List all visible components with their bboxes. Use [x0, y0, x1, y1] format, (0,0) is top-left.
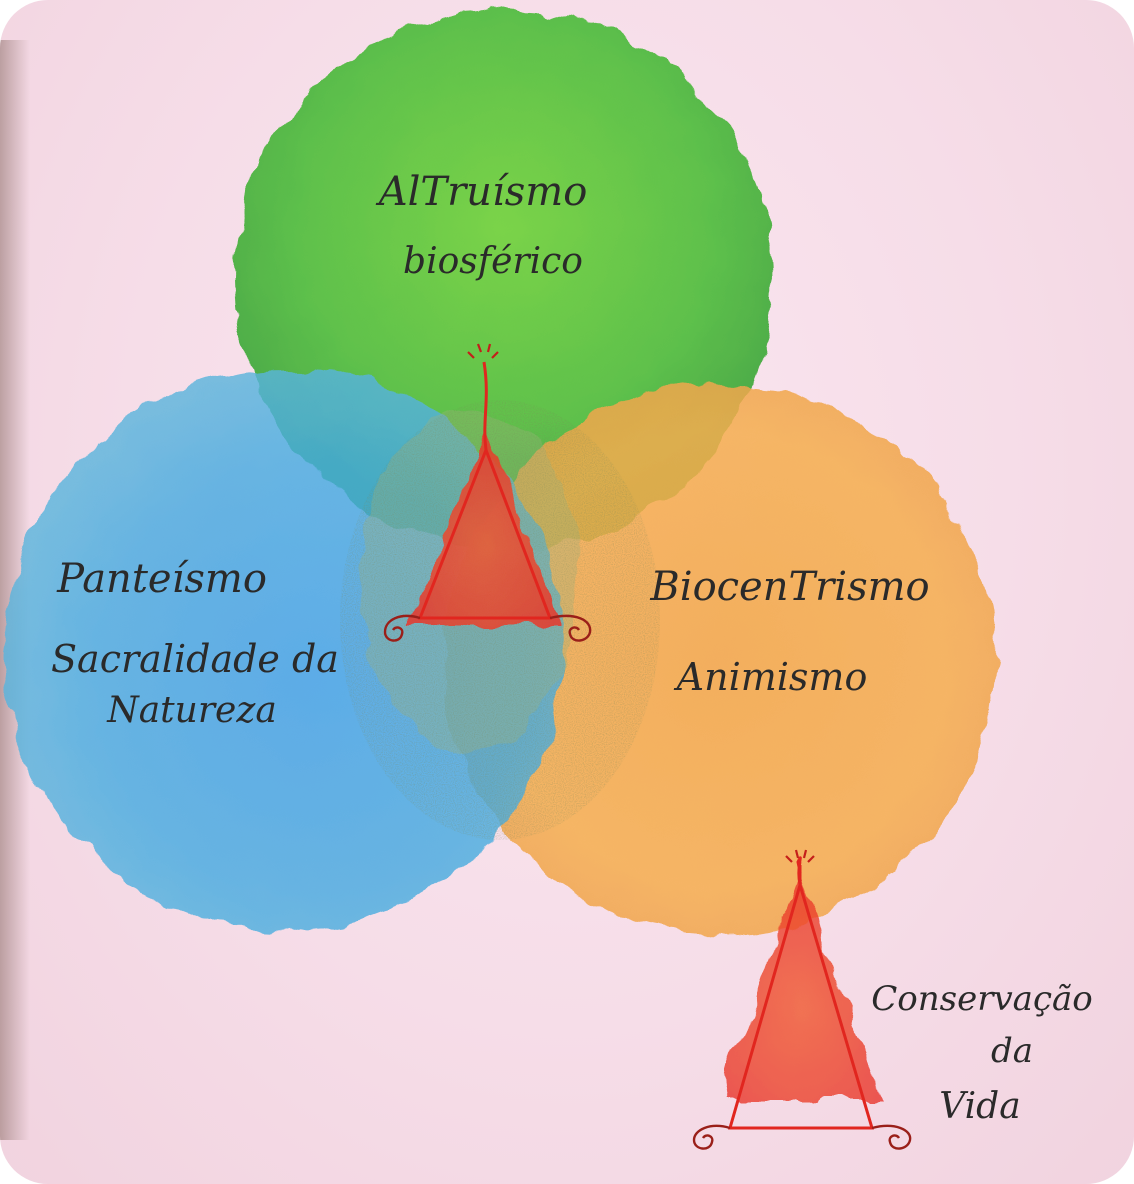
- blue-circle-label-line3: Natureza: [106, 690, 277, 731]
- legend-label-line2: da: [991, 1031, 1033, 1071]
- green-circle-label-line1: AlTruísmo: [375, 169, 588, 215]
- orange-circle-label-line2: Animismo: [674, 655, 868, 699]
- green-circle-label-line2: biosférico: [403, 241, 583, 282]
- orange-circle-label-line1: BiocenTrismo: [649, 564, 929, 610]
- legend-right-spiral: [872, 1126, 910, 1149]
- blue-circle-label-line1: Panteísmo: [56, 556, 267, 602]
- legend-label-line1: Conservação: [871, 979, 1092, 1019]
- legend-label-line3: Vida: [939, 1086, 1020, 1127]
- blue-circle-label-line2: Sacralidade da: [51, 637, 339, 681]
- legend-left-spiral: [694, 1126, 730, 1149]
